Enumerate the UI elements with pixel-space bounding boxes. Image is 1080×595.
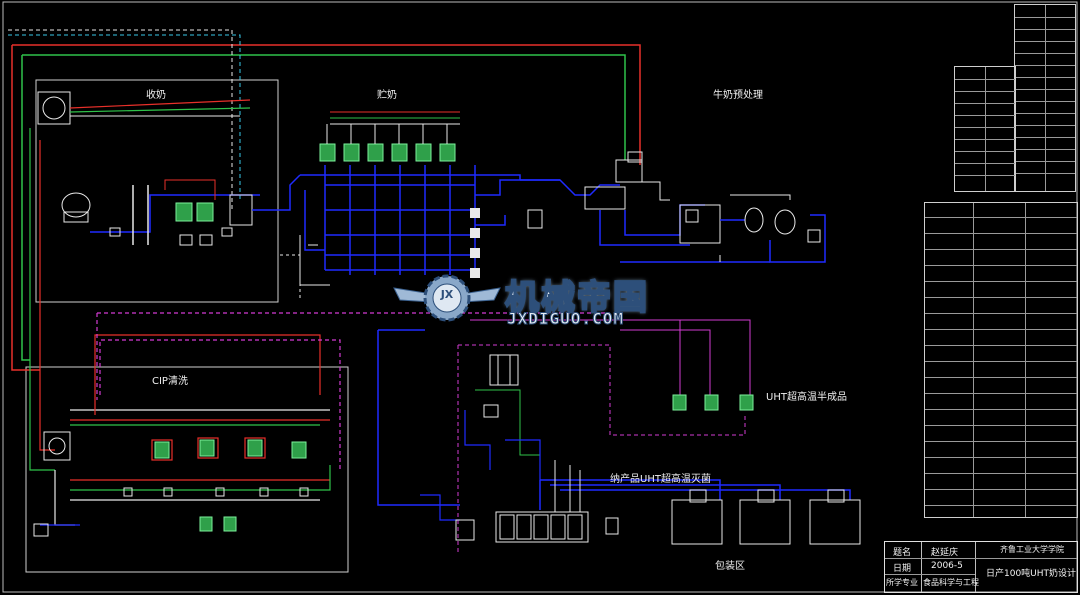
uht-sterilizer (489, 354, 519, 386)
filling-machines (671, 489, 861, 545)
plate-heat-exchanger (584, 186, 626, 210)
storage-tanks (319, 143, 456, 162)
plate-cooler (229, 194, 253, 226)
equipment-list-table (924, 202, 1078, 518)
title-name-label: 题名 (893, 548, 912, 558)
balance-tank (615, 159, 643, 183)
title-block (884, 541, 1078, 593)
watermark-badge: JX (440, 288, 454, 301)
label-pretreatment: 牛奶预处理 (713, 90, 763, 101)
receiving-zone-frame (35, 79, 279, 303)
homogenizer (679, 204, 721, 244)
cip-tanks (154, 439, 307, 532)
cip-zone-frame (25, 366, 349, 573)
watermark-title: 机械帝国 (504, 277, 649, 319)
title-date-value: 2006-5 (931, 561, 963, 571)
title-project: 日产100吨UHT奶设计 (986, 569, 1077, 579)
label-storage: 贮奶 (377, 90, 397, 101)
deaerator (744, 207, 764, 233)
title-date-label: 日期 (893, 564, 912, 574)
label-packaging: 包装区 (715, 561, 745, 572)
label-uht-product: UHT超高温半成品 (766, 392, 847, 403)
label-uht-filling: 纳产品UHT超高温灭菌 (610, 474, 711, 485)
receiving-pump-b (196, 202, 214, 222)
label-cip: CIP清洗 (152, 376, 188, 387)
title-name-value: 赵延庆 (931, 548, 959, 558)
legend-table (1014, 4, 1076, 192)
title-major-value: 食品科学与工程 (923, 578, 979, 587)
symbol-table (954, 66, 1016, 192)
aseptic-tanks (495, 511, 589, 543)
uht-semi-product-tanks (672, 394, 754, 411)
label-receiving: 收奶 (146, 90, 166, 101)
milk-tanker (61, 192, 91, 218)
title-major-label: 所学专业 (886, 578, 918, 587)
title-school: 齐鲁工业大学学院 (1000, 545, 1064, 554)
cip-control-panel (43, 431, 71, 461)
storage-manifold (300, 165, 560, 275)
watermark-logo (393, 274, 501, 322)
separator (527, 209, 543, 229)
watermark-url: JXDIGUO.COM (507, 309, 624, 329)
receiving-pump-a (175, 202, 193, 222)
